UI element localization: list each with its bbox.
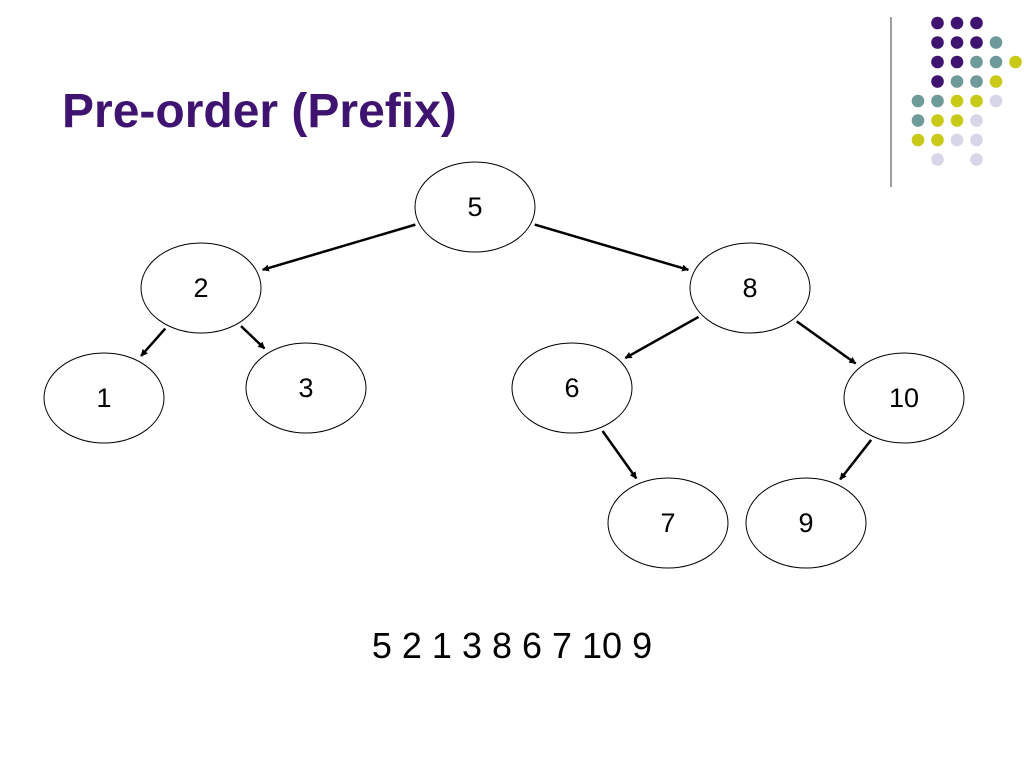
node-ellipse [245,342,367,434]
edge-n2-n3 [240,325,266,350]
edge-n10-n9 [839,439,873,481]
decor-dot [1009,55,1022,69]
node-label: 5 [467,192,482,222]
decorative-dot-grid [890,16,1022,187]
edge-n8-n10 [795,320,857,365]
decor-dot [931,94,944,108]
decor-dot [931,114,944,127]
decor-dot [931,153,944,166]
tree-node-3: 3 [245,342,367,434]
decor-dot [931,16,944,30]
decor-dot [950,16,964,30]
decor-dot [950,133,964,147]
slide-title: Pre-order (Prefix) [62,85,457,138]
decor-dot [931,36,944,49]
tree-node-10: 10 [843,352,965,444]
node-label: 1 [96,383,111,413]
edge-n6-n7 [601,430,638,480]
node-ellipse [140,242,262,334]
dot-grid [911,16,1022,166]
decor-dot [970,55,983,69]
decor-dot [989,36,1003,49]
tree-node-2: 2 [140,242,262,334]
decor-dot [931,75,944,88]
tree-edges [140,223,873,481]
tree-node-1: 1 [43,352,165,444]
decor-dot [950,94,964,108]
tree-node-5: 5 [414,161,536,253]
node-label: 2 [193,273,208,303]
node-ellipse [414,161,536,253]
decor-dot [911,133,925,147]
node-ellipse [745,477,867,569]
tree-node-9: 9 [745,477,867,569]
decor-dot [970,94,983,108]
decor-dot [970,36,983,49]
traversal-sequence: 5 2 1 3 8 6 7 10 9 [371,625,653,666]
decor-dot [950,55,964,69]
decor-dot [970,153,983,166]
decor-dot [989,55,1003,69]
edge-n5-n8 [534,223,690,272]
edge-n2-n1 [140,327,167,357]
decor-dot [911,94,925,108]
node-label: 7 [660,508,675,538]
node-ellipse [843,352,965,444]
edge-n8-n6 [624,315,700,360]
decor-dot [989,94,1003,108]
node-label: 6 [564,373,579,403]
tree-diagram: 5 2 8 1 3 6 10 7 9 [43,161,965,569]
node-ellipse [511,342,633,434]
decor-dot [950,75,964,88]
decor-dot [970,133,983,147]
node-label: 9 [798,508,813,538]
decor-dot [911,114,925,127]
node-ellipse [607,477,729,569]
edge-n5-n2 [261,223,416,272]
node-ellipse [689,242,811,334]
decor-dot [931,55,944,69]
decor-dot [950,114,964,127]
node-label: 3 [298,373,313,403]
decor-dot [931,133,944,147]
tree-node-6: 6 [511,342,633,434]
node-label: 8 [742,273,757,303]
decor-dot [989,75,1003,88]
decor-dot [970,16,983,30]
tree-node-7: 7 [607,477,729,569]
node-label: 10 [889,383,919,413]
decor-dot [950,36,964,49]
decor-dot [970,114,983,127]
tree-nodes: 5 2 8 1 3 6 10 7 9 [43,161,965,569]
node-ellipse [43,352,165,444]
tree-node-8: 8 [689,242,811,334]
decor-dot [970,75,983,88]
